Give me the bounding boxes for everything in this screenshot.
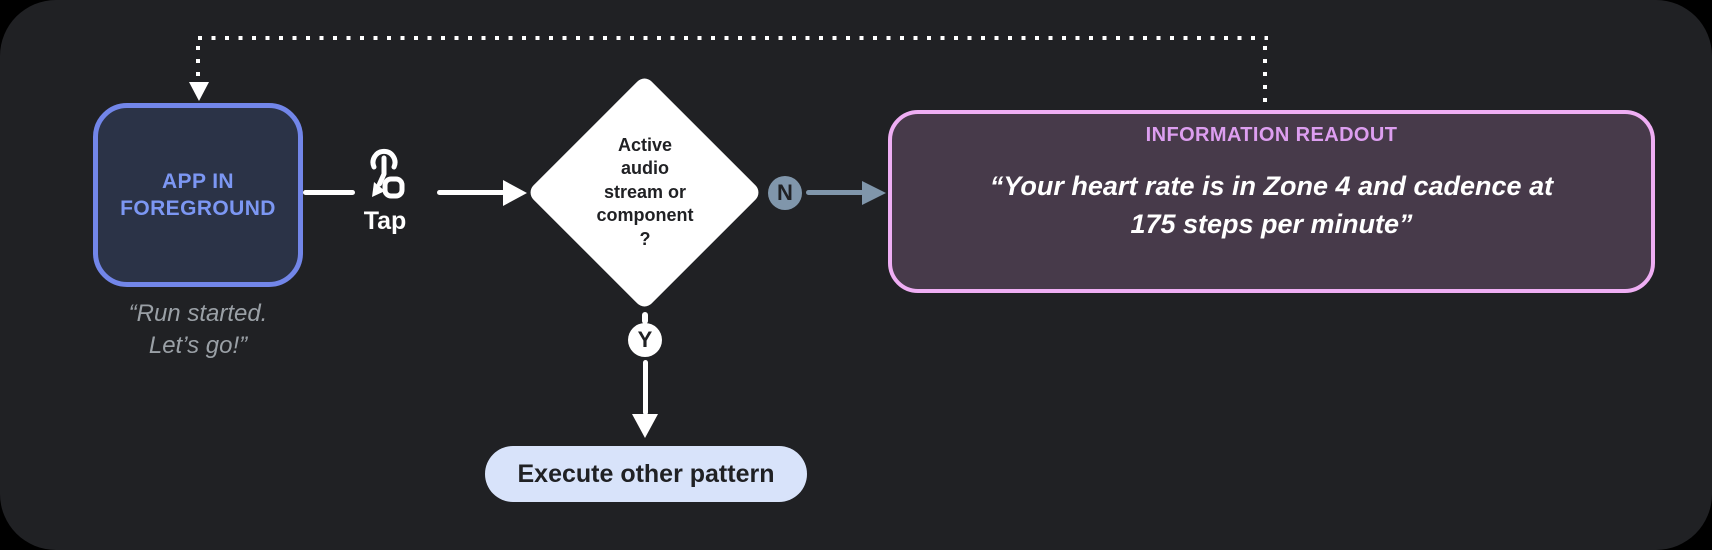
execute-other-pattern-label: Execute other pattern <box>517 459 775 488</box>
readout-arrowhead-icon <box>862 181 886 205</box>
feedback-dotted-line-vertical-left <box>196 46 200 82</box>
branch-no-badge: N <box>768 176 802 210</box>
node-execute-other-pattern: Execute other pattern <box>485 446 807 502</box>
connector-no-to-readout <box>806 190 864 195</box>
tap-label: Tap <box>363 207 407 235</box>
connector-yes-to-execute <box>643 360 648 415</box>
app-in-foreground-label: APP IN FOREGROUND <box>120 170 276 220</box>
app-caption-quote: “Run started. Let’s go!” <box>128 300 268 359</box>
tap-icon-square <box>382 176 405 199</box>
feedback-dotted-line-horizontal <box>198 36 1268 40</box>
connector-decision-to-yes <box>642 312 648 324</box>
tap-icon-arrowhead <box>372 182 385 197</box>
feedback-arrowhead-icon <box>189 82 209 101</box>
execute-arrowhead-icon <box>632 414 658 438</box>
branch-yes-badge: Y <box>628 323 662 357</box>
decision-label: Active audio stream or component ? <box>596 134 694 249</box>
decision-arrowhead-icon <box>503 180 527 206</box>
information-readout-title: INFORMATION READOUT <box>1145 124 1398 146</box>
node-app-in-foreground: APP IN FOREGROUND <box>93 103 303 287</box>
node-information-readout: INFORMATION READOUT “Your heart rate is … <box>888 110 1655 293</box>
feedback-dotted-line-vertical-right <box>1263 46 1267 108</box>
tap-icon-stem <box>377 155 387 187</box>
information-readout-quote: “Your heart rate is in Zone 4 and cadenc… <box>989 171 1554 239</box>
tap-gesture-icon <box>370 148 405 199</box>
connector-tap-to-decision <box>437 190 505 195</box>
tap-icon-arc <box>370 148 398 170</box>
connector-app-to-tap <box>303 190 355 195</box>
